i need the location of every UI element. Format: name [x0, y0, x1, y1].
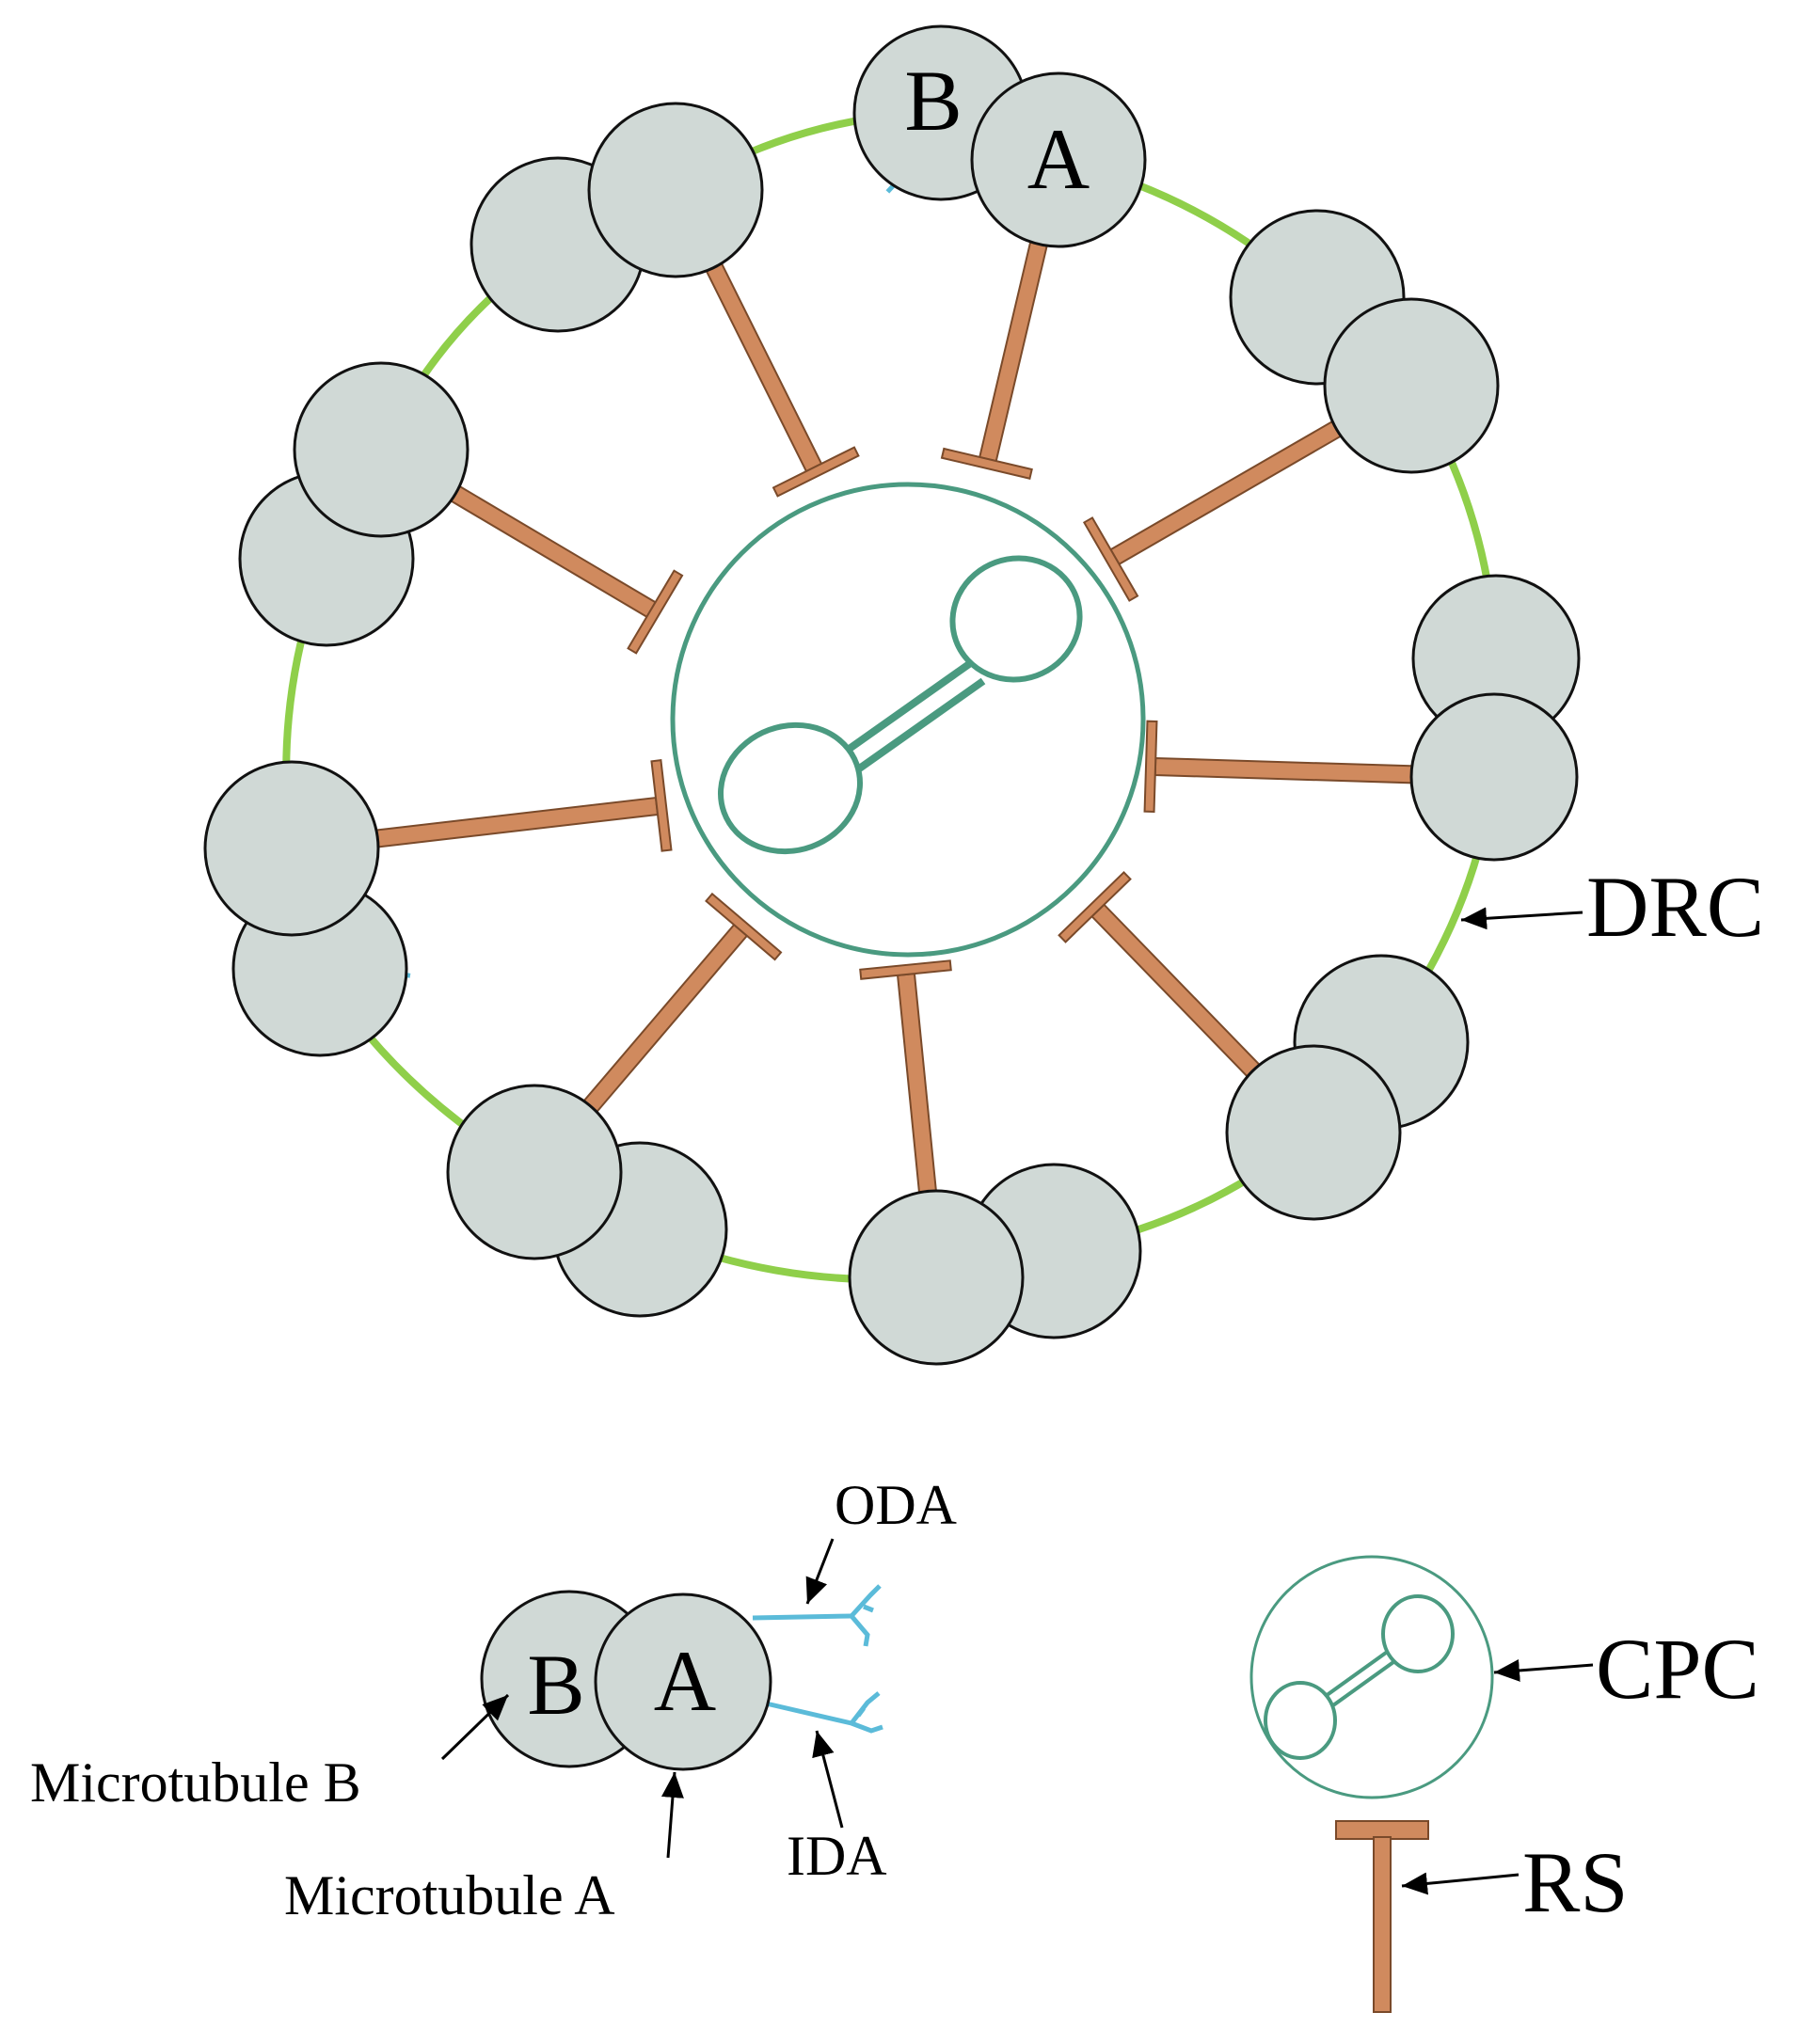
cpc-sheath — [670, 482, 1146, 958]
microtubule-a-arrow — [660, 1771, 684, 1859]
doublet-microtubule — [1225, 954, 1470, 1221]
doublets — [203, 24, 1581, 1366]
rs-label: RS — [1522, 1834, 1629, 1930]
radial-spoke-head — [940, 447, 1033, 480]
microtubule-b-arrow — [440, 1693, 510, 1761]
radial-spoke-head — [859, 959, 952, 980]
radial-spoke-head — [705, 892, 783, 961]
legend-radial-spoke — [1335, 1820, 1429, 2013]
radial-spoke-stalk — [1090, 903, 1269, 1086]
microtubule-a — [203, 760, 380, 937]
legend-doublet: B A — [480, 1584, 883, 1771]
doublet-microtubule — [469, 102, 764, 333]
radial-spoke-stalk — [700, 252, 823, 473]
doublet-microtubule — [238, 361, 469, 647]
microtubule-a — [293, 361, 469, 538]
legend-microtubule-a — [594, 1592, 772, 1771]
legend-rs-stalk — [1373, 1836, 1392, 2013]
doublet-microtubule — [1409, 574, 1581, 862]
microtubule-a — [1225, 1044, 1402, 1221]
microtubule-a — [1323, 297, 1500, 474]
microtubule-a — [446, 1084, 623, 1260]
oda-label: ODA — [835, 1474, 957, 1536]
legend-oda-arm — [752, 1613, 852, 1621]
radial-spoke-head — [650, 759, 673, 852]
ida-label: IDA — [787, 1825, 887, 1887]
microtubule-b-label: Microtubule B — [30, 1751, 361, 1814]
oda-arrow — [805, 1538, 835, 1605]
legend-cpc-bridge-2 — [1325, 1656, 1402, 1712]
doublet-microtubule — [203, 760, 408, 1057]
microtubule-a — [848, 1189, 1025, 1366]
top-doublet-b-label: B — [904, 53, 962, 149]
legend-b-letter: B — [527, 1637, 584, 1733]
drc-label: DRC — [1586, 859, 1764, 955]
legend-cpc — [1249, 1555, 1494, 1799]
cpc-label: CPC — [1596, 1621, 1759, 1717]
drc-arrow — [1460, 907, 1583, 930]
microtubule-a — [970, 71, 1147, 248]
radial-spoke-stalk — [439, 479, 657, 619]
legend-ida-arm — [761, 1700, 852, 1726]
rs-arrow — [1401, 1872, 1520, 1895]
radial-spoke-stalk — [575, 923, 749, 1122]
microtubule-a-label: Microtubule A — [284, 1864, 615, 1926]
microtubule-a — [587, 102, 764, 278]
radial-spokes — [364, 230, 1421, 1205]
cpc-bridge-line-1 — [825, 660, 972, 768]
radial-spoke-stalk — [896, 973, 939, 1205]
cpc-arrow — [1493, 1658, 1594, 1682]
legend-cpc-bridge-1 — [1317, 1646, 1394, 1703]
legend-ida-fork — [850, 1691, 883, 1734]
legend-oda-fork — [850, 1584, 882, 1647]
top-doublet-a-label: A — [1027, 111, 1090, 207]
cpc-c1-tubule — [949, 555, 1083, 683]
doublet-microtubule — [1229, 209, 1500, 474]
cpc-bridge-line-2 — [839, 677, 986, 784]
radial-spoke-stalk — [1154, 756, 1421, 784]
legend-cpc-c1 — [1381, 1594, 1455, 1673]
doublet-microtubule — [848, 1163, 1142, 1366]
microtubule-a — [1409, 692, 1579, 862]
radial-spoke-head — [1143, 720, 1158, 814]
doublet-microtubule — [852, 24, 1147, 248]
radial-spoke-stalk — [364, 796, 660, 849]
central-pair-complex — [670, 482, 1146, 958]
ida-arrow — [812, 1730, 844, 1829]
radial-spoke-head — [1082, 516, 1139, 602]
radial-spoke-head — [772, 446, 860, 498]
radial-spoke-stalk — [979, 230, 1051, 463]
radial-spoke-head — [1058, 870, 1132, 943]
legend-cpc-c2 — [1264, 1681, 1337, 1760]
radial-spoke-head — [627, 569, 684, 655]
cpc-c2-tubule — [717, 721, 864, 855]
radial-spoke-stalk — [1109, 414, 1352, 566]
doublet-microtubule — [446, 1084, 728, 1318]
legend-a-letter: A — [654, 1633, 716, 1729]
